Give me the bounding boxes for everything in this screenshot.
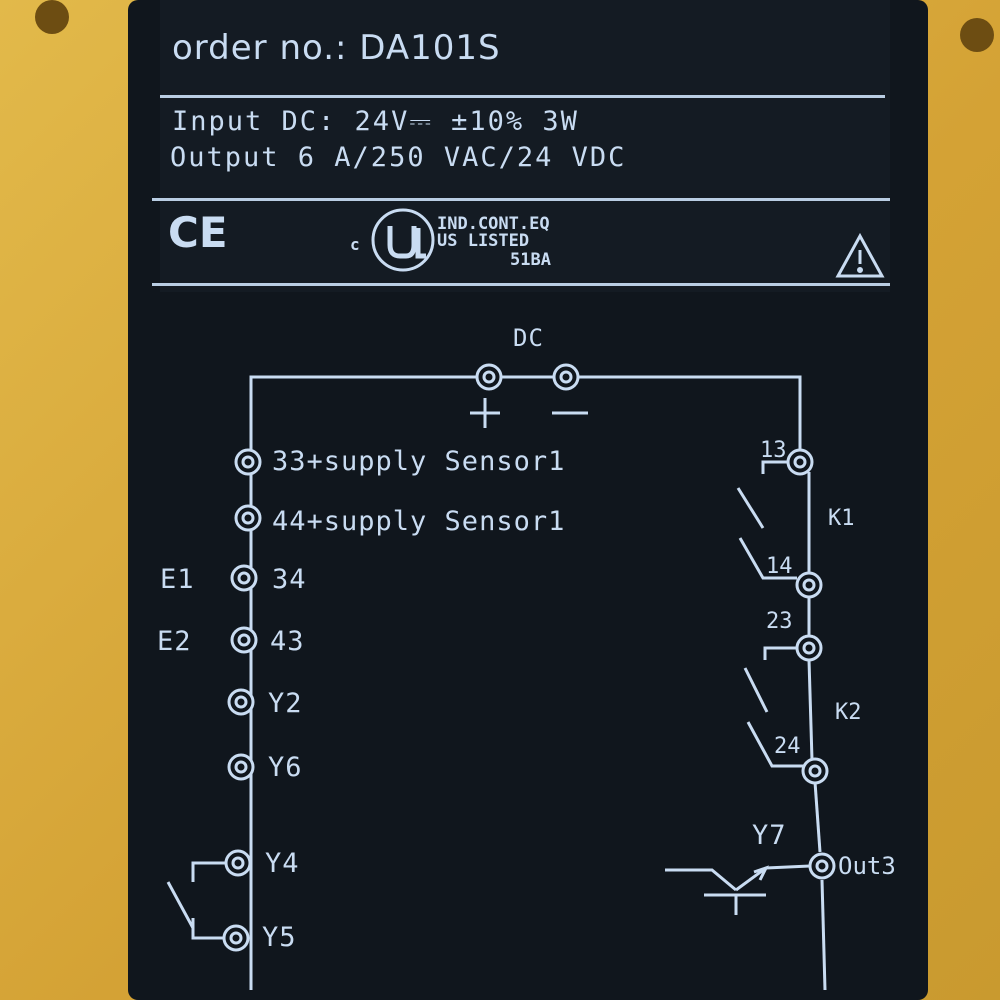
terminal-label: Y6 <box>268 752 303 783</box>
y7-label: Y7 <box>752 820 787 851</box>
relay-k1-label: K1 <box>828 506 855 531</box>
mounting-hole <box>960 18 994 52</box>
terminal-side-label: E2 <box>157 626 192 657</box>
terminal-label: 24 <box>774 734 801 759</box>
terminal-label: Out3 <box>838 852 896 880</box>
terminal-label: 13 <box>760 438 787 463</box>
divider <box>160 95 885 98</box>
nameplate-header <box>160 0 890 292</box>
dc-label: DC <box>513 324 544 352</box>
mounting-hole <box>35 0 69 34</box>
terminal-label: 33+supply Sensor1 <box>272 446 566 477</box>
input-spec: Input DC: 24V⎓ ±10% 3W <box>172 106 579 137</box>
terminal-label: 44+supply Sensor1 <box>272 506 566 537</box>
divider <box>152 283 890 286</box>
terminal-label: 43 <box>270 626 305 657</box>
output-spec: Output 6 A/250 VAC/24 VDC <box>170 142 627 173</box>
terminal-label: Y2 <box>268 688 303 719</box>
terminal-label: Y5 <box>262 922 297 953</box>
terminal-label: Y4 <box>265 848 300 879</box>
divider <box>152 198 890 201</box>
relay-k2-label: K2 <box>835 700 862 725</box>
warning-triangle-icon <box>835 232 885 278</box>
terminal-label: 14 <box>766 554 793 579</box>
ce-mark: CE <box>168 208 228 257</box>
ul-logo-icon <box>371 208 435 272</box>
terminal-label: 23 <box>766 609 793 634</box>
terminal-label: 34 <box>272 564 307 595</box>
terminal-side-label: E1 <box>160 564 195 595</box>
order-number: order no.: DA101S <box>172 28 501 68</box>
